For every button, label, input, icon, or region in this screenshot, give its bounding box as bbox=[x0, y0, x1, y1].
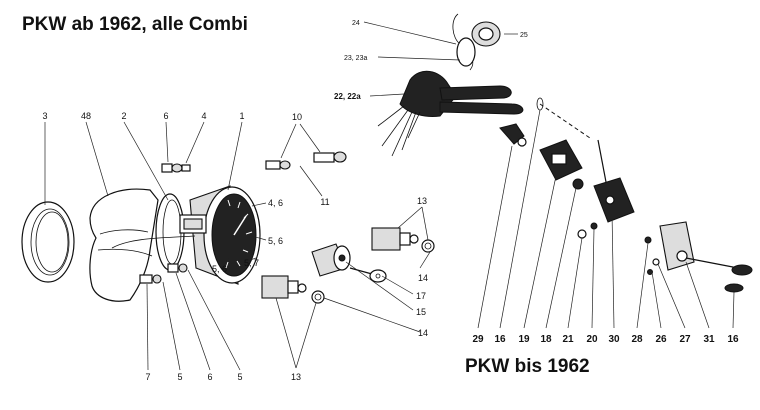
screw-21-part bbox=[577, 229, 587, 239]
column-switch-part bbox=[377, 70, 524, 157]
bulb-holder-bottom-part bbox=[139, 263, 188, 284]
heading-until-1962: PKW bis 1962 bbox=[465, 356, 590, 377]
bulb-pair-part bbox=[265, 151, 347, 170]
callout-31: 31 bbox=[703, 334, 715, 345]
callout-3: 3 bbox=[42, 111, 47, 121]
callout-16-a: 16 bbox=[494, 334, 506, 345]
toggle-switch-bottom-part bbox=[261, 275, 325, 304]
small-parts-26-28-part bbox=[644, 236, 660, 275]
contact-18-part bbox=[572, 178, 584, 190]
callout-13-top: 13 bbox=[417, 196, 427, 206]
contact-plate-part bbox=[471, 21, 501, 47]
callout-13-bottom: 13 bbox=[291, 372, 301, 382]
callout-4-6: 4, 6 bbox=[268, 198, 283, 208]
callout-5-7: 5, 7 bbox=[244, 258, 259, 268]
knob-29-part bbox=[499, 123, 527, 147]
bezel-ring-part bbox=[21, 201, 75, 283]
callout-2: 2 bbox=[121, 111, 126, 121]
ring-16-part bbox=[724, 283, 744, 293]
callout-11: 11 bbox=[320, 197, 329, 207]
bulb-holder-top-part bbox=[161, 163, 191, 173]
callout-30: 30 bbox=[608, 334, 620, 345]
callout-22-22a: 22, 22a bbox=[334, 92, 361, 101]
callout-5-6-a: 5, 6 bbox=[268, 236, 283, 246]
callout-27: 27 bbox=[679, 334, 691, 345]
callout-labels: 3 48 2 6 4 1 10 11 4, 6 5, 6 5, 6 5, 7 1… bbox=[42, 20, 739, 382]
callout-48: 48 bbox=[81, 111, 91, 121]
callout-23-23a: 23, 23a bbox=[344, 55, 367, 62]
screw-20-part bbox=[590, 222, 598, 230]
stalk-switch-31-part bbox=[659, 221, 753, 276]
ignition-key-part bbox=[349, 267, 387, 283]
callout-10: 10 bbox=[292, 112, 302, 122]
cable-part bbox=[111, 235, 196, 249]
callout-5-b: 5 bbox=[237, 372, 242, 382]
callout-15: 15 bbox=[416, 307, 426, 317]
housing-shroud-part bbox=[89, 188, 159, 302]
callout-14-bottom: 14 bbox=[418, 328, 428, 338]
callout-4: 4 bbox=[201, 111, 206, 121]
callout-25: 25 bbox=[520, 32, 528, 39]
horn-ring-part bbox=[452, 13, 476, 71]
lever-30-part bbox=[593, 139, 635, 223]
callout-26: 26 bbox=[655, 334, 667, 345]
callout-18: 18 bbox=[540, 334, 552, 345]
assembly-dashline bbox=[539, 103, 591, 139]
callout-6: 6 bbox=[163, 111, 168, 121]
callout-6-b: 6 bbox=[207, 372, 212, 382]
callout-1: 1 bbox=[239, 111, 244, 121]
leader-lines-bottom-right bbox=[477, 109, 735, 329]
speedometer-part bbox=[179, 185, 261, 285]
callout-24: 24 bbox=[352, 20, 360, 27]
callout-20: 20 bbox=[586, 334, 598, 345]
callout-5-a: 5 bbox=[177, 372, 182, 382]
callout-7: 7 bbox=[145, 372, 150, 382]
callout-14-top: 14 bbox=[418, 273, 428, 283]
callout-17: 17 bbox=[416, 291, 426, 301]
callout-16-b: 16 bbox=[727, 334, 739, 345]
callout-28: 28 bbox=[631, 334, 643, 345]
heading-from-1962: PKW ab 1962, alle Combi bbox=[22, 14, 248, 35]
callout-5-6-b: 5, 6 bbox=[212, 264, 227, 274]
ignition-lock-part bbox=[311, 243, 351, 277]
leader-lines-left bbox=[44, 121, 431, 371]
callout-19: 19 bbox=[518, 334, 530, 345]
leader-lines-top-right bbox=[363, 21, 518, 97]
callout-21: 21 bbox=[562, 334, 574, 345]
toggle-switch-top-part bbox=[371, 227, 435, 253]
callout-29: 29 bbox=[472, 334, 484, 345]
switch-housing-19-part bbox=[539, 139, 583, 181]
